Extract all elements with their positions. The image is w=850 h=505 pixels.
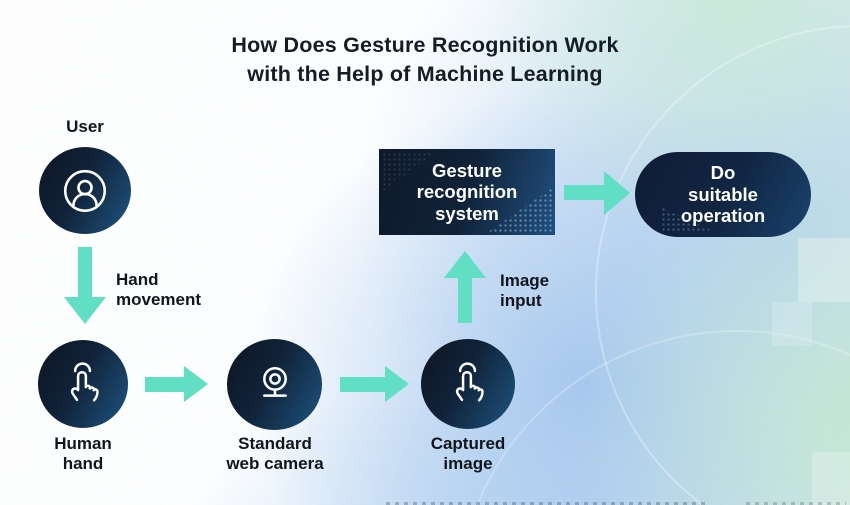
captured-image-node xyxy=(421,339,515,429)
image-input-label: Image input xyxy=(500,271,550,310)
page-title: How Does Gesture Recognition Work with t… xyxy=(0,31,850,89)
image-input-arrow-shaft xyxy=(458,276,472,323)
background-arc-bottom xyxy=(455,330,850,505)
flow-arrow-shaft xyxy=(564,185,607,200)
title-line-2: with the Help of Machine Learning xyxy=(247,62,603,86)
gesture-recognition-system-label: Gesture recognition system xyxy=(416,159,518,224)
user-node xyxy=(39,147,131,234)
do-suitable-operation-label: Do suitable operation xyxy=(680,162,766,227)
flow-arrow-shaft xyxy=(340,377,387,392)
captured-image-label: Captured image xyxy=(430,434,506,473)
image-input-arrow-head xyxy=(444,251,486,278)
human-hand-node xyxy=(38,340,128,428)
tap-gesture-icon xyxy=(70,362,99,402)
hand-movement-arrow-shaft xyxy=(78,247,92,299)
pixel-block-decoration xyxy=(798,238,850,302)
user-node-label: User xyxy=(66,117,104,136)
flow-arrow-head xyxy=(604,171,630,215)
pixel-block-decoration xyxy=(812,452,850,505)
human-hand-label: Human hand xyxy=(54,434,112,473)
do-suitable-operation-node: Do suitable operation xyxy=(635,152,811,237)
tap-gesture-icon xyxy=(455,362,484,402)
web-camera-node xyxy=(227,339,322,430)
flow-arrow-shaft xyxy=(145,377,186,392)
hand-movement-label: Hand movement xyxy=(116,270,202,309)
web-camera-label: Standard web camera xyxy=(226,434,324,473)
user-circle-icon xyxy=(63,169,107,212)
title-line-1: How Does Gesture Recognition Work xyxy=(231,33,619,57)
flow-arrow-head xyxy=(385,366,409,402)
gesture-recognition-system-node: Gesture recognition system xyxy=(379,149,555,235)
hand-movement-arrow-head xyxy=(64,297,106,324)
pixel-block-decoration xyxy=(772,302,812,346)
flow-arrow-head xyxy=(184,366,208,402)
webcam-icon xyxy=(262,366,287,397)
